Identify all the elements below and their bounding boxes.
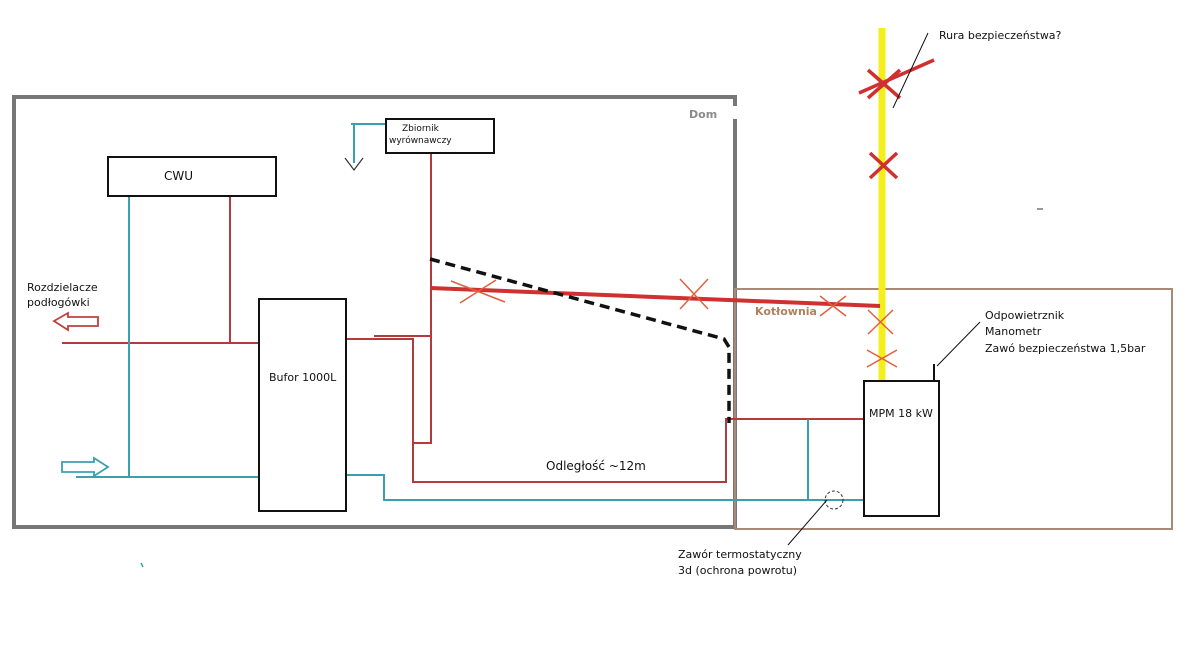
dashed-alt-route bbox=[429, 257, 731, 423]
return-pipes bbox=[76, 123, 864, 501]
return-in-arrow bbox=[61, 456, 110, 478]
thermo-valve-label-1: Zawór termostatyczny bbox=[678, 548, 802, 561]
thermostatic-valve-marker bbox=[824, 490, 844, 510]
floor-manifolds-label-2: podłogówki bbox=[27, 296, 90, 309]
cross-marks-thin bbox=[450, 278, 898, 368]
cross-marks-thick bbox=[858, 58, 935, 180]
expansion-tank-label-2: wyrównawczy bbox=[389, 135, 452, 146]
house-label: Dom bbox=[689, 108, 717, 121]
boiler-room-label: Kotłownia bbox=[755, 305, 817, 318]
boiler-box bbox=[863, 380, 940, 517]
expansion-tank-label-1: Zbiornik bbox=[402, 124, 440, 134]
vent-arrow bbox=[344, 157, 364, 171]
boiler-fittings-leader bbox=[936, 321, 981, 367]
supply-out-arrow bbox=[52, 311, 99, 332]
boiler-fittings-label-1: Odpowietrznik bbox=[985, 309, 1065, 322]
boiler-label: MPM 18 kW bbox=[869, 407, 933, 420]
distance-label: Odległość ~12m bbox=[546, 459, 646, 473]
safety-pipe-label: Rura bezpieczeństwa? bbox=[939, 29, 1062, 42]
buffer-tank-box bbox=[258, 298, 347, 512]
floor-manifolds-label-1: Rozdzielacze bbox=[27, 281, 98, 294]
expansion-tank-box bbox=[385, 118, 495, 154]
buffer-label: Bufor 1000L bbox=[269, 371, 337, 384]
stray-mark-2 bbox=[140, 562, 144, 568]
thermo-valve-label-2: 3d (ochrona powrotu) bbox=[678, 564, 797, 577]
hot-water-label: CWU bbox=[164, 169, 193, 183]
boiler-room-wall bbox=[734, 288, 1173, 530]
boiler-fittings-label-3: Zawó bezpieczeństwa 1,5bar bbox=[985, 342, 1146, 355]
thermo-valve-leader bbox=[787, 499, 828, 546]
boiler-fittings-label-2: Manometr bbox=[985, 325, 1042, 338]
overflow-pipe bbox=[429, 286, 881, 308]
hot-water-tank-box bbox=[107, 156, 277, 197]
supply-pipes bbox=[62, 153, 864, 483]
safety-pipe-leader bbox=[892, 32, 929, 109]
